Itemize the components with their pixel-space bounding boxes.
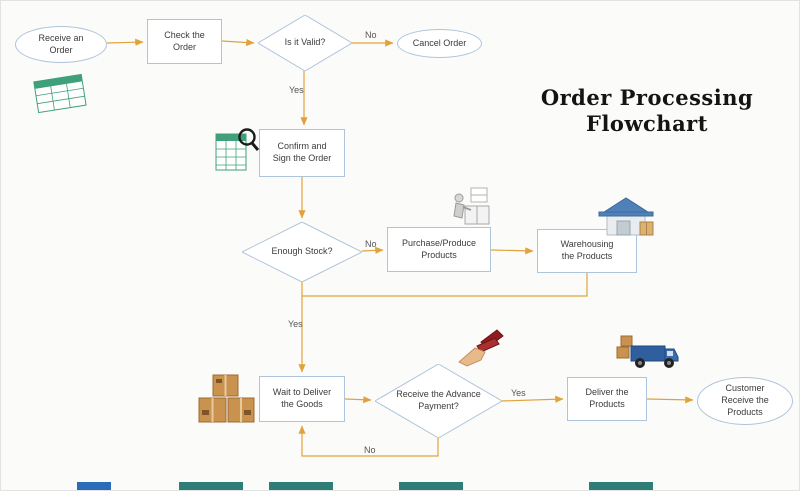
node-check-order: Check the Order xyxy=(147,19,222,64)
delivery-truck-icon xyxy=(613,333,681,378)
node-warehousing: Warehousing the Products xyxy=(537,229,637,273)
node-label: Deliver the Products xyxy=(585,387,629,409)
diamond-shape xyxy=(242,222,362,282)
node-label: Warehousing the Products xyxy=(560,239,614,261)
node-confirm-sign-order: Confirm and Sign the Order xyxy=(259,129,345,177)
node-advance-payment: Receive the Advance Payment? xyxy=(375,364,502,438)
bottom-strip-segment xyxy=(179,482,243,490)
edge-label-stock-no: No xyxy=(365,239,377,249)
spreadsheet-magnifier-icon xyxy=(214,126,260,174)
page-title: Order Processing Flowchart xyxy=(540,85,754,137)
spreadsheet-icon xyxy=(29,73,91,115)
edge-label-valid-yes: Yes xyxy=(289,85,304,95)
edge-label-payment-yes: Yes xyxy=(511,388,526,398)
node-label: Confirm and Sign the Order xyxy=(272,141,332,163)
node-label: Enough Stock? xyxy=(271,246,333,257)
node-is-valid: Is it Valid? xyxy=(258,15,352,71)
node-label: Wait to Deliver the Goods xyxy=(272,387,332,409)
node-label: Is it Valid? xyxy=(284,37,326,48)
cardboard-boxes-icon xyxy=(195,367,257,427)
edge-label-valid-no: No xyxy=(365,30,377,40)
node-cancel-order: Cancel Order xyxy=(397,29,482,58)
diamond-shape xyxy=(258,15,352,71)
node-enough-stock: Enough Stock? xyxy=(242,222,362,282)
bottom-strip-segment xyxy=(269,482,333,490)
hand-with-money-icon xyxy=(453,328,507,368)
node-label: Customer Receive the Products xyxy=(721,383,769,417)
node-label: Receive the Advance Payment? xyxy=(396,389,481,411)
node-purchase-produce: Purchase/Produce Products xyxy=(387,227,491,272)
edge-label-stock-yes: Yes xyxy=(288,319,303,329)
edge-label-payment-no: No xyxy=(364,445,376,455)
node-receive-order: Receive an Order xyxy=(15,26,107,63)
warehouse-icon xyxy=(593,194,659,239)
bottom-strip-segment xyxy=(399,482,463,490)
bottom-strip-segment xyxy=(589,482,653,490)
node-label: Receive an Order xyxy=(38,32,84,55)
bottom-strip-segment xyxy=(77,482,111,490)
node-label: Purchase/Produce Products xyxy=(401,237,477,260)
node-label: Check the Order xyxy=(164,29,205,52)
node-wait-deliver: Wait to Deliver the Goods xyxy=(259,376,345,422)
node-label: Cancel Order xyxy=(412,37,467,48)
worker-with-box-icon xyxy=(449,184,493,227)
node-customer-receive: Customer Receive the Products xyxy=(697,377,793,425)
diamond-shape xyxy=(375,364,502,438)
node-deliver-products: Deliver the Products xyxy=(567,377,647,421)
